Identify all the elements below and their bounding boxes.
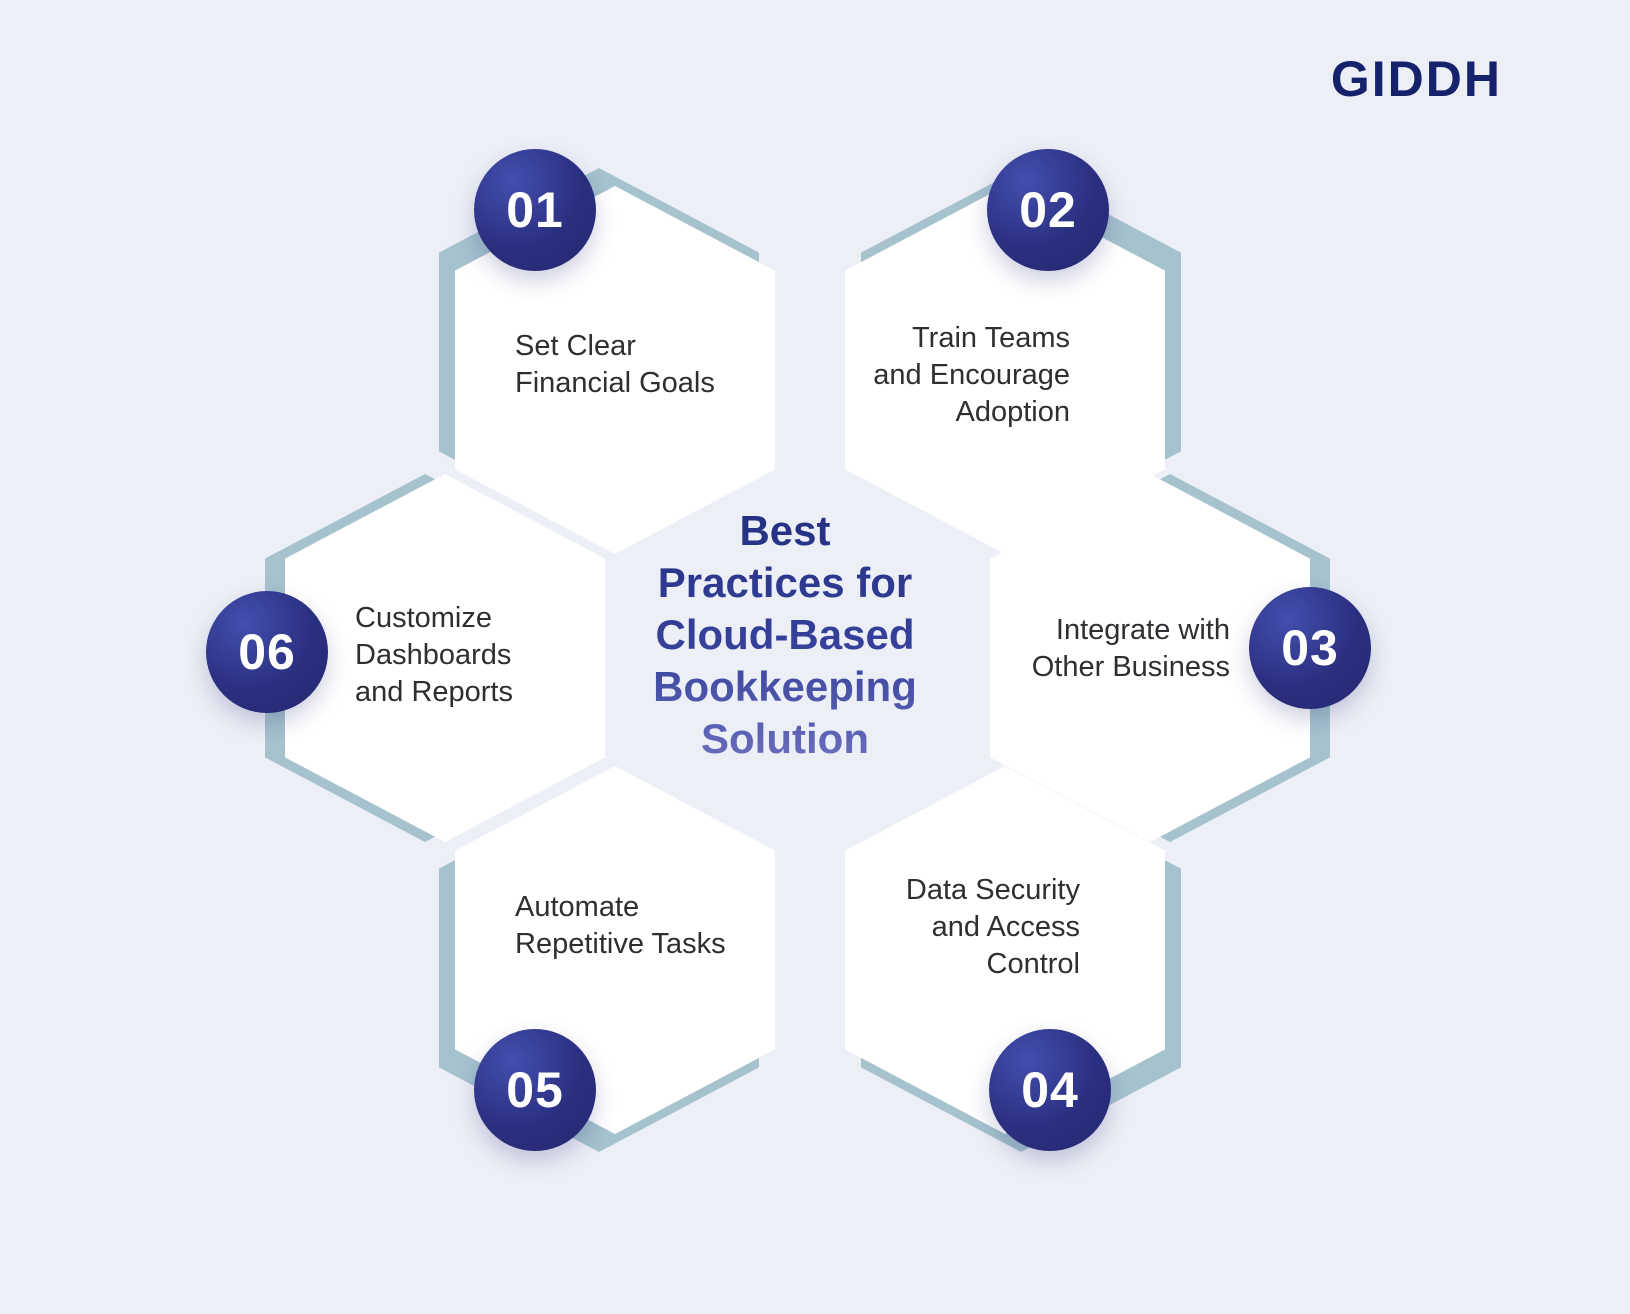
hex-label-06: Customize Dashboards and Reports	[355, 602, 513, 708]
hex-item-06: Customize Dashboards and Reports 06	[206, 474, 605, 842]
hex-label-05: Automate Repetitive Tasks	[515, 891, 726, 960]
hex-item-05: Automate Repetitive Tasks 05	[439, 766, 775, 1152]
hex-item-04: Data Security and Access Control 04	[845, 766, 1181, 1152]
number-badge-04: 04	[989, 1029, 1111, 1151]
hex-item-02: Train Teams and Encourage Adoption 02	[845, 149, 1181, 554]
number-badge-02: 02	[987, 149, 1109, 271]
hexagon-shape	[285, 474, 605, 842]
number-badge-05: 05	[474, 1029, 596, 1151]
hex-item-01: Set Clear Financial Goals 01	[439, 149, 775, 554]
hex-label-03: Integrate with Other Business	[1031, 614, 1230, 683]
center-title: Best Practices for Cloud-Based Bookkeepi…	[585, 505, 985, 765]
number-badge-06: 06	[206, 591, 328, 713]
brand-logo: GIDDH	[1330, 51, 1502, 107]
hex-label-02: Train Teams and Encourage Adoption	[873, 322, 1070, 428]
hex-item-03: Integrate with Other Business 03	[990, 474, 1371, 842]
hex-label-04: Data Security and Access Control	[905, 874, 1080, 980]
number-badge-03: 03	[1249, 587, 1371, 709]
number-badge-01: 01	[474, 149, 596, 271]
hex-label-01: Set Clear Financial Goals	[515, 330, 715, 399]
